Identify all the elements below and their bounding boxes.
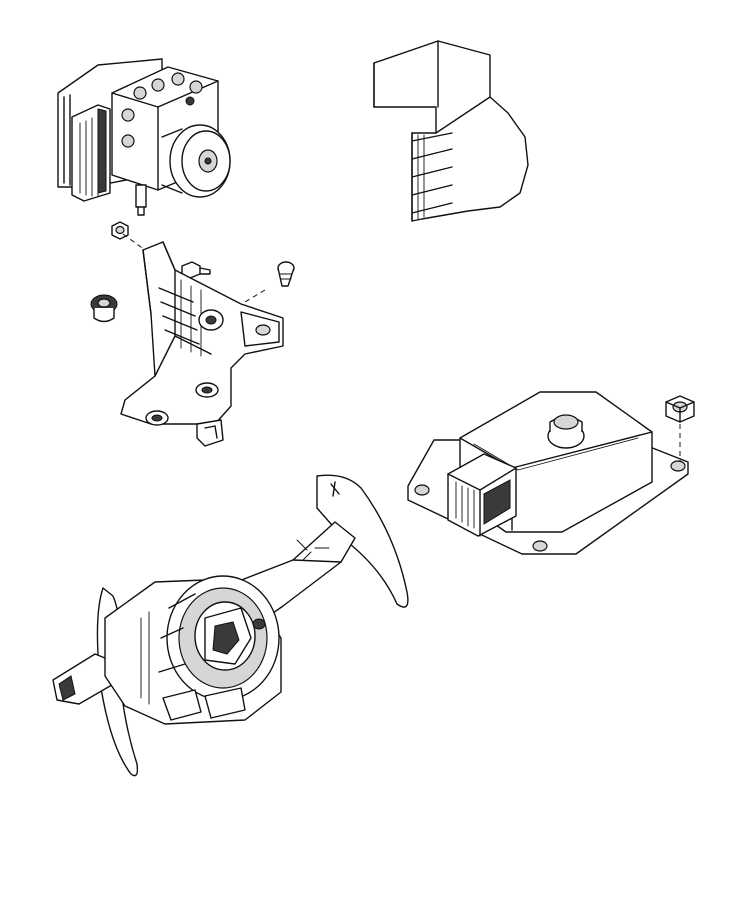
bracket-icon (120, 233, 284, 447)
abs-hydraulic-unit[interactable] (50, 45, 240, 220)
control-module[interactable] (400, 378, 700, 558)
insulator-detail (360, 35, 535, 230)
bolt-icon (181, 261, 211, 279)
insulator-icon (373, 40, 529, 222)
grommet[interactable] (88, 292, 120, 326)
abs-module-icon (57, 58, 231, 216)
grommet-icon (90, 294, 118, 323)
hex-nut-upper[interactable] (108, 220, 132, 242)
bolt[interactable] (178, 258, 214, 284)
stud-icon (277, 261, 295, 287)
abs-mounting-bracket[interactable] (115, 228, 290, 453)
clockspring-paddle-shifters[interactable] (45, 468, 415, 780)
clockspring-icon (52, 474, 409, 777)
nut-icon (111, 221, 129, 240)
ecu-icon (407, 391, 689, 555)
hex-nut-module[interactable] (660, 392, 700, 464)
nut-icon (665, 395, 695, 462)
stud[interactable] (258, 258, 298, 294)
